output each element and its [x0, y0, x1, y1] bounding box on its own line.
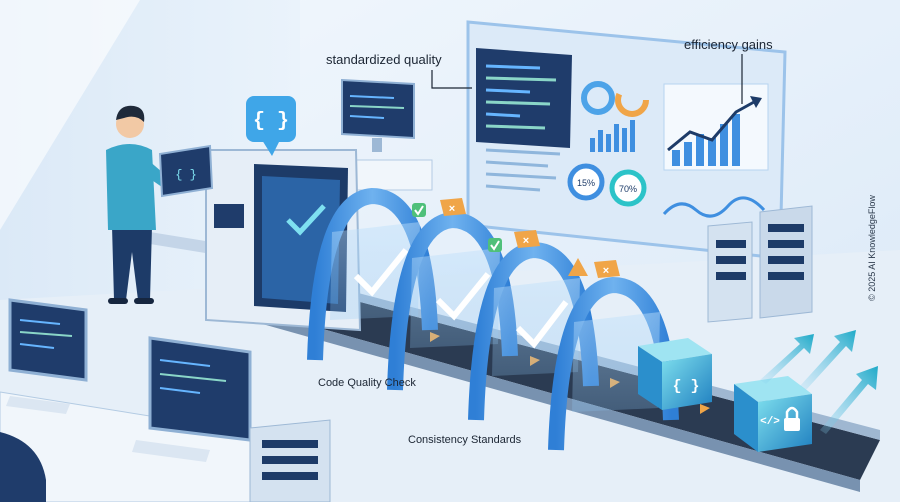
gauge-1-text: 15% — [577, 178, 595, 188]
quality-arches — [307, 187, 679, 451]
front-monitor-left — [6, 298, 88, 414]
code-cube-1 — [638, 338, 712, 410]
consistency-standards-label: Consistency Standards — [408, 434, 522, 446]
code-cube-1-icon: { } — [672, 378, 699, 395]
gauge-2-text: 70% — [619, 184, 637, 194]
copyright-text: © 2025 AI KnowledgeFlow — [867, 195, 877, 301]
dashboard-screen — [466, 20, 787, 260]
office-chair — [0, 432, 46, 502]
code-cube-2-icon: </> — [760, 416, 780, 428]
code-bubble-icon: { } — [253, 110, 289, 133]
back-desk — [351, 159, 433, 191]
code-bubble — [246, 96, 296, 156]
svg-text:{ }: { } — [175, 168, 197, 182]
developer-tablet: { } — [158, 144, 214, 198]
growth-arrows — [760, 330, 878, 434]
front-monitor-right — [132, 336, 252, 462]
standardized-quality-pointer — [431, 70, 472, 89]
server-racks — [707, 205, 813, 323]
front-server — [249, 419, 331, 502]
status-badges: × × × — [412, 198, 620, 278]
efficiency-gains-label: efficiency gains — [684, 37, 773, 52]
svg-text:×: × — [603, 265, 609, 277]
svg-text:×: × — [523, 235, 529, 247]
lock-icon — [784, 406, 800, 431]
standardized-quality-label: standardized quality — [326, 52, 442, 67]
code-cube-2 — [734, 376, 812, 452]
svg-text:×: × — [449, 203, 455, 215]
window-light — [0, 0, 140, 230]
back-monitor — [341, 78, 415, 152]
code-quality-check-label: Code Quality Check — [318, 377, 416, 389]
